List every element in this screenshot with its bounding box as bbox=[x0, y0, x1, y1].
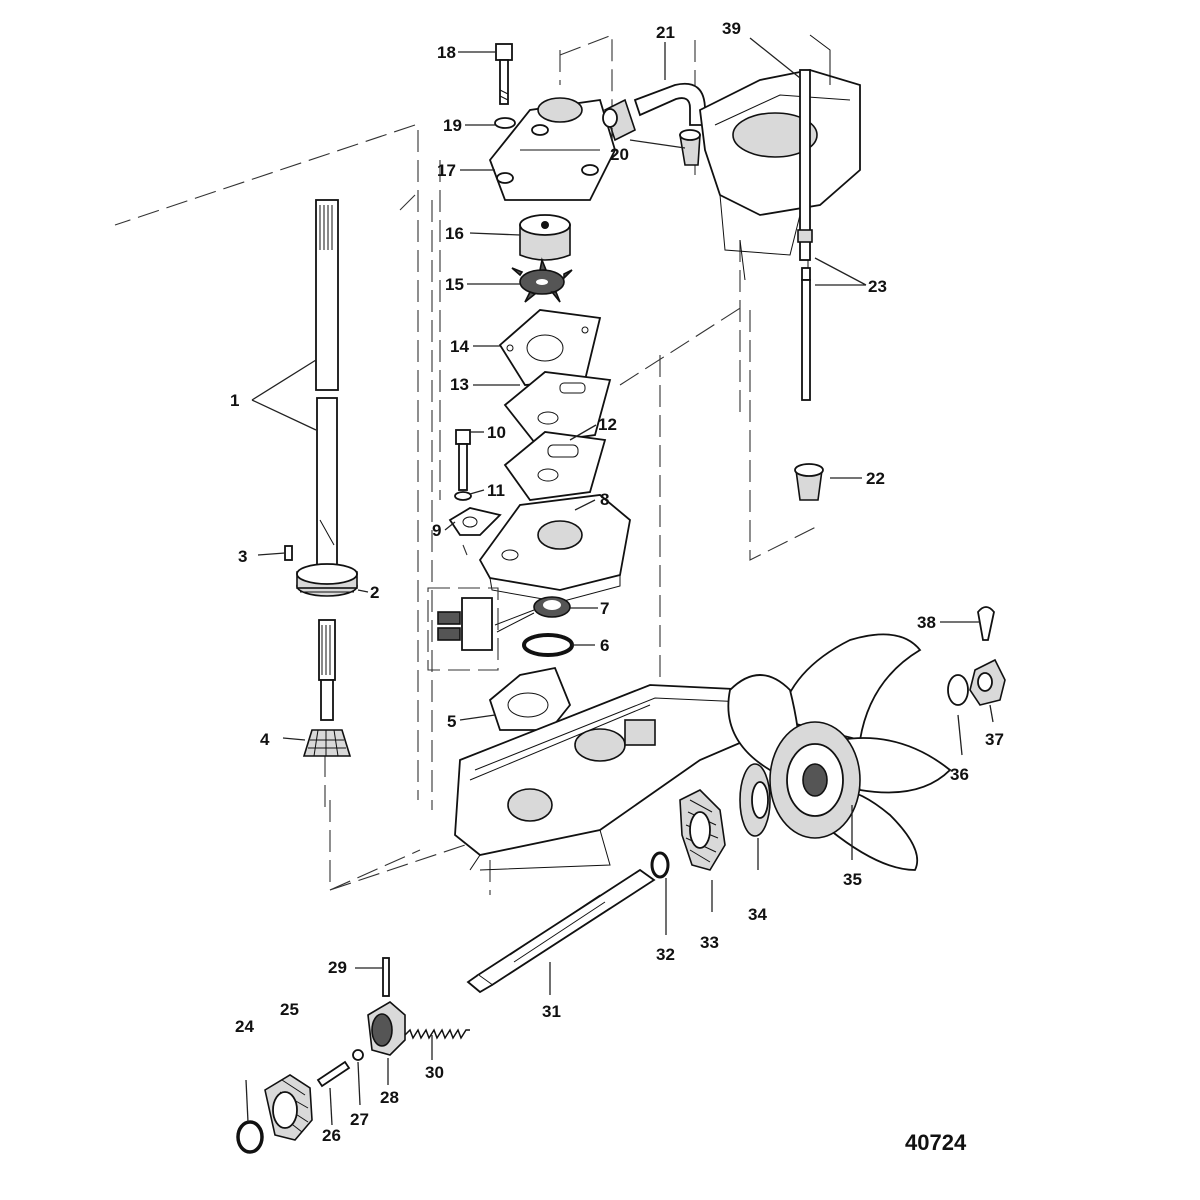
label-part-23: 23 bbox=[868, 277, 887, 296]
label-part-15: 15 bbox=[445, 275, 464, 294]
label-part-1: 1 bbox=[230, 391, 239, 410]
part-bolt-18 bbox=[495, 43, 513, 105]
label-part-2: 2 bbox=[370, 583, 379, 602]
label-part-7: 7 bbox=[600, 599, 609, 618]
label-part-35: 35 bbox=[843, 870, 862, 889]
part-spring bbox=[404, 1028, 470, 1040]
part-driveshaft-bearing bbox=[296, 563, 358, 597]
part-oil-seal bbox=[494, 596, 571, 633]
part-propeller-shaft bbox=[466, 868, 656, 994]
label-part-39: 39 bbox=[722, 19, 741, 38]
label-part-19: 19 bbox=[443, 116, 462, 135]
seal-detail-inset bbox=[427, 587, 499, 671]
label-part-31: 31 bbox=[542, 1002, 561, 1021]
label-part-27: 27 bbox=[350, 1110, 369, 1129]
label-part-33: 33 bbox=[700, 933, 719, 952]
part-prop-nut bbox=[969, 658, 1006, 706]
part-reverse-gear bbox=[264, 1074, 313, 1141]
part-pinion-gear bbox=[302, 729, 352, 757]
part-gasket-14 bbox=[498, 309, 602, 386]
label-part-4: 4 bbox=[260, 730, 270, 749]
part-ball bbox=[352, 1049, 364, 1061]
part-thrust-washer bbox=[236, 1120, 264, 1154]
part-shift-rod-lower bbox=[801, 267, 811, 401]
label-part-22: 22 bbox=[866, 469, 885, 488]
part-o-ring bbox=[522, 633, 574, 657]
label-part-21: 21 bbox=[656, 23, 675, 42]
part-cotter-pin bbox=[977, 606, 995, 641]
label-part-18: 18 bbox=[437, 43, 456, 62]
label-part-16: 16 bbox=[445, 224, 464, 243]
label-part-6: 6 bbox=[600, 636, 609, 655]
part-propeller bbox=[727, 633, 952, 871]
part-washer-19 bbox=[494, 117, 516, 129]
part-gearcase-housing bbox=[454, 684, 772, 871]
label-part-13: 13 bbox=[450, 375, 469, 394]
label-part-30: 30 bbox=[425, 1063, 444, 1082]
part-seal-9 bbox=[448, 507, 502, 536]
label-part-17: 17 bbox=[437, 161, 456, 180]
part-labels: 1 2 3 4 5 6 7 8 9 10 11 12 13 14 15 16 1… bbox=[230, 19, 1004, 1145]
label-part-5: 5 bbox=[447, 712, 456, 731]
label-part-38: 38 bbox=[917, 613, 936, 632]
part-forward-gear bbox=[679, 789, 726, 871]
part-impeller bbox=[511, 257, 573, 303]
label-part-20: 20 bbox=[610, 145, 629, 164]
label-part-10: 10 bbox=[487, 423, 506, 442]
part-driveshaft bbox=[315, 199, 339, 721]
label-part-24: 24 bbox=[235, 1017, 254, 1036]
part-gasket-5 bbox=[488, 666, 572, 731]
leader-lines bbox=[245, 37, 994, 1126]
part-gasket-12 bbox=[503, 431, 607, 501]
label-part-12: 12 bbox=[598, 415, 617, 434]
label-part-26: 26 bbox=[322, 1126, 341, 1145]
part-bushing-22 bbox=[794, 463, 824, 501]
part-impeller-insert bbox=[519, 214, 571, 261]
label-part-37: 37 bbox=[985, 730, 1004, 749]
label-part-28: 28 bbox=[380, 1088, 399, 1107]
drawing-number: 40724 bbox=[905, 1130, 967, 1155]
label-part-34: 34 bbox=[748, 905, 767, 924]
part-cross-pin bbox=[382, 957, 390, 997]
label-part-9: 9 bbox=[432, 521, 441, 540]
part-washer-36 bbox=[947, 674, 969, 706]
part-pin bbox=[284, 545, 293, 561]
label-part-11: 11 bbox=[487, 481, 505, 500]
label-part-14: 14 bbox=[450, 337, 469, 356]
label-part-8: 8 bbox=[600, 490, 609, 509]
label-part-36: 36 bbox=[950, 765, 969, 784]
part-water-tube bbox=[633, 82, 706, 126]
part-shim-32 bbox=[650, 851, 670, 879]
label-part-3: 3 bbox=[238, 547, 247, 566]
part-thrust-hub bbox=[739, 763, 771, 837]
label-part-25: 25 bbox=[280, 1000, 299, 1019]
part-bolt-10 bbox=[455, 429, 471, 491]
part-shift-rod-upper bbox=[797, 69, 813, 261]
part-cam-follower bbox=[316, 1060, 351, 1088]
part-face-plate bbox=[503, 371, 612, 444]
part-upper-housing bbox=[699, 34, 861, 281]
part-water-pump-housing bbox=[488, 97, 616, 201]
part-pump-base bbox=[478, 494, 631, 603]
part-washer-11 bbox=[454, 491, 472, 501]
part-clutch bbox=[367, 1001, 406, 1056]
label-part-29: 29 bbox=[328, 958, 347, 977]
label-part-32: 32 bbox=[656, 945, 675, 964]
